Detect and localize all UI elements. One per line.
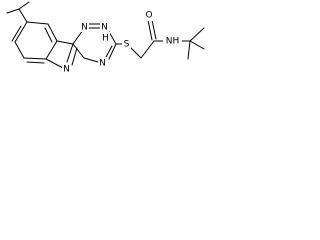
label-mask (101, 32, 110, 43)
bond (108, 43, 117, 60)
molecule-structure: N N H N N S O NH (6, 1, 205, 75)
bond (44, 27, 53, 43)
label-mask (122, 38, 131, 50)
label-mask (80, 21, 89, 32)
bond (26, 21, 49, 25)
molecule-canvas: N N H N N S O NH (0, 0, 211, 118)
atom-label-nitrogen: N (99, 59, 106, 69)
label-mask (62, 63, 71, 74)
bond (14, 21, 28, 43)
bond (189, 27, 205, 42)
bond (18, 8, 28, 23)
atom-label-amide-nh: NH (166, 37, 180, 47)
atom-labels: N N H N N S O NH (62, 9, 182, 75)
atom-label-nitrogen: N (63, 65, 70, 75)
atom-label-nitrogen: N (81, 23, 88, 33)
bond (72, 43, 85, 59)
label-mask (100, 21, 109, 32)
bond (45, 40, 58, 60)
atom-label-nitrogen: N (101, 23, 108, 33)
bond (151, 19, 157, 40)
tert-butyl-group (181, 27, 205, 60)
bond (18, 1, 30, 10)
bond (140, 40, 155, 59)
bond (130, 47, 142, 59)
bond (14, 41, 25, 59)
label-mask (98, 57, 107, 68)
bond (147, 19, 153, 41)
bond (83, 57, 99, 63)
atom-label-sulfur: S (124, 40, 130, 50)
bond (47, 23, 58, 42)
bond (23, 57, 47, 60)
bond (66, 43, 74, 63)
bond (45, 58, 64, 69)
bond (105, 45, 113, 58)
label-mask (163, 35, 182, 47)
bond (71, 47, 78, 66)
atom-label-hydrogen: H (102, 34, 109, 44)
bond (56, 40, 74, 45)
bond (11, 25, 22, 42)
benzene-ring (11, 21, 58, 64)
atom-label-oxygen: O (145, 11, 152, 21)
bond (189, 40, 205, 50)
pyrrole-ring (45, 40, 78, 69)
bond (26, 61, 45, 64)
isopropyl-group (6, 1, 30, 23)
label-mask (144, 9, 154, 21)
bond (72, 29, 84, 45)
bond (187, 40, 191, 60)
bond (6, 8, 20, 14)
thioacetamide-chain (115, 19, 165, 59)
